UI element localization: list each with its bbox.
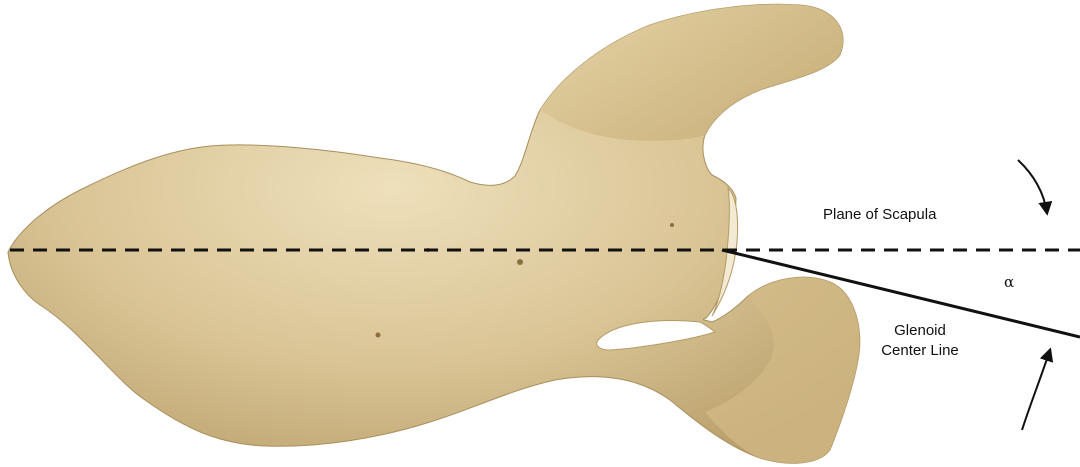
- glenoid-label-line2: Center Line: [850, 341, 990, 361]
- plane-of-scapula-label: Plane of Scapula: [823, 205, 936, 225]
- angle-alpha-label: α: [1004, 272, 1014, 292]
- lower-curved-arrow: [1022, 350, 1050, 430]
- coracoid-process: [540, 4, 843, 141]
- upper-curved-arrow: [1018, 160, 1047, 213]
- glenoid-label-line1: Glenoid: [850, 321, 990, 341]
- surface-pit: [517, 259, 523, 265]
- surface-pit: [670, 223, 674, 227]
- surface-pit: [376, 333, 381, 338]
- glenoid-center-line-label: Glenoid Center Line: [850, 321, 990, 361]
